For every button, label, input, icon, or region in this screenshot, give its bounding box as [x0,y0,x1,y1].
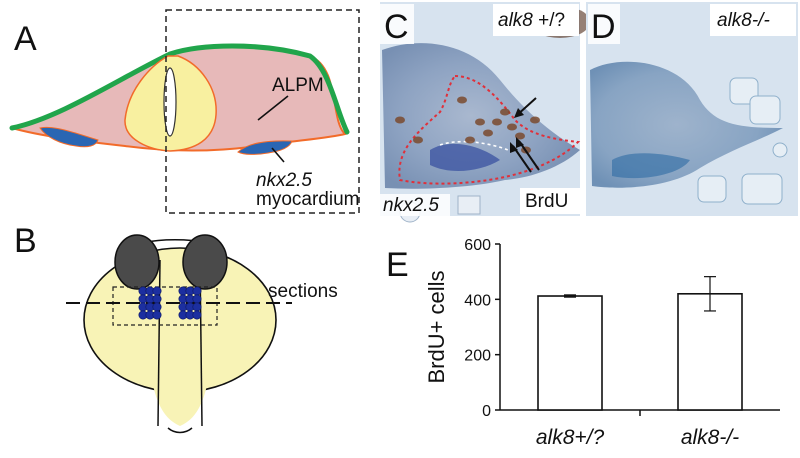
brdu-nucleus [395,116,405,124]
panel-d: alk8-/- D [586,2,798,216]
myocardium-pointer [271,147,285,163]
embryo-tail-shape [150,370,210,426]
brdu-nucleus [465,136,475,144]
notochord-lumen [163,67,177,137]
arrow-head [510,142,518,153]
brdu-nucleus [483,129,493,137]
brdu-nucleus [457,96,467,104]
bar-chart: 0 200 400 600 alk8+/? alk8-/- [464,237,780,449]
yolk-fragment [749,95,781,125]
panel-d-letter: D [591,8,616,46]
brdu-label-bg [520,188,580,214]
marker-label-bg [380,194,450,216]
x-category-label: alk8-/- [681,426,739,449]
yolk-fragment [729,77,759,105]
brdu-nucleus [413,136,423,144]
brdu-nucleus [492,118,502,126]
y-tick-label: 600 [464,237,491,254]
yolk-fragment [697,175,727,203]
panel-c-letter: C [384,8,409,46]
brdu-label: BrdU [525,191,568,212]
region-box [112,286,218,326]
myocardium-right [237,140,293,155]
tail-tip [167,427,193,434]
genotype-label-bg [710,4,796,36]
arrow-head [514,108,524,118]
myocardial-cell [192,302,202,312]
brdu-nucleus [500,108,510,116]
brdu-nucleus [475,118,485,126]
yolk-fragment [772,142,788,158]
panel-a-letter: A [14,20,37,58]
zoom-box [165,9,360,214]
eye-left [114,234,160,290]
panel-c: alk8 +/? BrdU nkx2.5 C [380,2,590,223]
y-tick-label: 0 [482,403,491,420]
genotype-label-d: alk8-/- [717,10,770,31]
brdu-nucleus [507,123,517,131]
y-axis-label: BrdU+ cells [424,270,449,383]
myocardial-cell [192,310,202,320]
debris [457,195,481,215]
yolk-fragment [741,173,783,205]
panel-a: A ALPM nkx2.5 myocardium [9,9,360,214]
white-dashed-outline [439,140,509,151]
myocardial-cell [192,294,202,304]
y-tick-label: 200 [464,348,491,365]
nkx25-expression-outline [398,74,581,185]
nkx25-label: nkx2.5 [256,170,312,191]
genotype-label-c: alk8 +/? [498,10,565,31]
myocardial-cell [152,310,162,320]
myocardial-cell [152,302,162,312]
myocardial-cell [152,294,162,304]
panel-e: E BrdU+ cells 0 200 400 600 alk8+/? alk8-/- [386,237,780,449]
myocardial-cell [192,286,202,296]
tissue-d-dark-region [612,153,690,179]
nkx25-marker-label: nkx2.5 [383,195,439,216]
myocardium-left [39,126,99,148]
sections-label: sections [268,281,338,302]
brdu-nucleus [530,116,540,124]
arrow-head [516,137,524,148]
genotype-label-bg [493,4,579,36]
bar [537,295,603,411]
brdu-nucleus [515,132,525,140]
panel-b-letter: B [14,222,37,260]
arrow-shaft [518,140,540,171]
bar [677,292,743,411]
panel-e-letter: E [386,246,409,284]
myocardial-cell [152,286,162,296]
alpm-label: ALPM [272,75,324,96]
panel-letter-bg [588,4,620,44]
alpm-pointer [257,95,289,121]
panel-b: B sections [14,222,338,434]
x-category-label: alk8+/? [536,426,605,449]
myocardial-cell-clusters [138,286,202,320]
tissue-c-dark-region [430,143,500,172]
panel-letter-bg [380,4,414,44]
ectoderm-layer [9,43,350,135]
y-tick-label: 400 [464,292,491,309]
myocardium-label: myocardium [256,189,359,210]
eye-right [182,234,228,290]
